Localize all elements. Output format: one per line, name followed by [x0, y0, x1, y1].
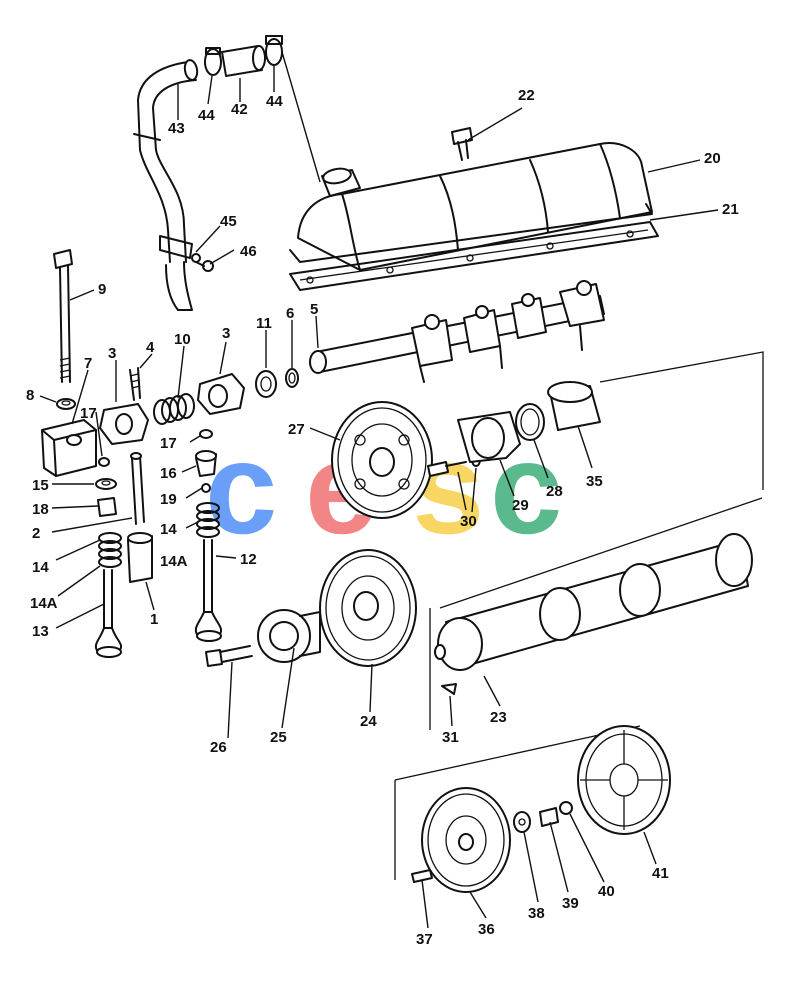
callout-14Ab: 14A — [160, 553, 188, 570]
spring-14-right — [196, 502, 220, 538]
retainer-16 — [195, 450, 217, 477]
bracket-7 — [41, 419, 97, 477]
callout-18: 18 — [32, 501, 49, 518]
bushing-35 — [547, 381, 601, 431]
callouts: 43 44 42 44 22 20 21 45 46 9 5 6 11 3 10… — [26, 87, 739, 948]
callout-31: 31 — [442, 729, 459, 746]
callout-14a: 14 — [32, 559, 49, 576]
seal-ring-28 — [515, 403, 545, 441]
valve-13 — [94, 569, 122, 658]
pushrod-2 — [130, 452, 145, 525]
seal-17a — [98, 457, 110, 467]
callout-35: 35 — [586, 473, 603, 490]
hose-42 — [221, 45, 266, 77]
callout-20: 20 — [704, 150, 721, 167]
callout-22: 22 — [518, 87, 535, 104]
camshaft-gear-24 — [319, 549, 417, 667]
watermark-letter-c1: c — [205, 415, 277, 561]
callout-45: 45 — [220, 213, 237, 230]
cover-bolt-22 — [451, 127, 473, 161]
bolt-46 — [191, 253, 214, 272]
callout-21: 21 — [722, 201, 739, 218]
cup-18 — [97, 497, 117, 517]
crank-gear-36 — [421, 787, 511, 893]
zone-lines — [394, 351, 764, 880]
callout-28: 28 — [546, 483, 563, 500]
callout-12: 12 — [240, 551, 257, 568]
callout-26: 26 — [210, 739, 227, 756]
adjusting-screw-4 — [129, 367, 141, 401]
callout-7: 7 — [84, 355, 92, 372]
callout-9: 9 — [98, 281, 106, 298]
cap-15 — [95, 478, 117, 490]
callout-6: 6 — [286, 305, 294, 322]
callout-17b: 17 — [160, 435, 177, 452]
callout-27: 27 — [288, 421, 305, 438]
callout-14b: 14 — [160, 521, 177, 538]
rocker-cover-20 — [289, 142, 653, 271]
callout-3b: 3 — [222, 325, 230, 342]
hose-clamp-44b — [265, 35, 283, 66]
callout-17a: 17 — [80, 405, 97, 422]
callout-29: 29 — [512, 497, 529, 514]
callout-43: 43 — [168, 120, 185, 137]
callout-11: 11 — [256, 315, 272, 332]
valve-12 — [194, 539, 222, 642]
leader-lines — [39, 51, 719, 929]
spring-10 — [153, 393, 195, 425]
callout-8: 8 — [26, 387, 34, 404]
hose-clamp-44a — [204, 47, 222, 76]
gasket-21 — [289, 221, 659, 291]
washer-8 — [56, 398, 76, 410]
thrust-plate-25 — [257, 609, 321, 663]
camshaft-23 — [434, 533, 753, 671]
key-31 — [441, 683, 457, 695]
callout-38: 38 — [528, 905, 545, 922]
spring-11 — [255, 370, 277, 398]
callout-14Aa: 14A — [30, 595, 58, 612]
callout-5: 5 — [310, 301, 318, 318]
callout-1: 1 — [150, 611, 158, 628]
callout-19: 19 — [160, 491, 177, 508]
callout-4: 4 — [146, 339, 155, 356]
callout-46: 46 — [240, 243, 257, 260]
callout-37: 37 — [416, 931, 433, 948]
tappet-1 — [127, 532, 153, 583]
bolt-39 — [539, 807, 559, 827]
seal-17b — [199, 429, 213, 439]
callout-40: 40 — [598, 883, 615, 900]
nut-40 — [559, 801, 573, 815]
callout-44b: 44 — [266, 93, 283, 110]
washer-38 — [513, 811, 531, 833]
callout-13: 13 — [32, 623, 49, 640]
callout-2: 2 — [32, 525, 40, 542]
pulley-41 — [577, 725, 671, 835]
spring-14a-left — [98, 532, 122, 568]
callout-15: 15 — [32, 477, 49, 494]
plate-29 — [457, 411, 521, 463]
callout-24: 24 — [360, 713, 377, 730]
bolt-9 — [53, 249, 73, 383]
callout-41: 41 — [652, 865, 669, 882]
bolt-26 — [205, 645, 253, 667]
breather-tube — [133, 59, 199, 311]
callout-16: 16 — [160, 465, 177, 482]
washer-6 — [285, 368, 299, 388]
callout-30: 30 — [460, 513, 477, 530]
rocker-shaft-5 — [309, 280, 605, 383]
callout-36: 36 — [478, 921, 495, 938]
callout-25: 25 — [270, 729, 287, 746]
callout-39: 39 — [562, 895, 579, 912]
callout-42: 42 — [231, 101, 248, 118]
callout-10: 10 — [174, 331, 191, 348]
callout-44a: 44 — [198, 107, 215, 124]
keeper-19 — [201, 483, 211, 493]
rocker-arm-3b — [197, 373, 245, 415]
callout-3a: 3 — [108, 345, 116, 362]
gear-27 — [331, 401, 433, 519]
rocker-arm-3a — [99, 403, 149, 445]
callout-23: 23 — [490, 709, 507, 726]
pin-37 — [411, 869, 433, 883]
